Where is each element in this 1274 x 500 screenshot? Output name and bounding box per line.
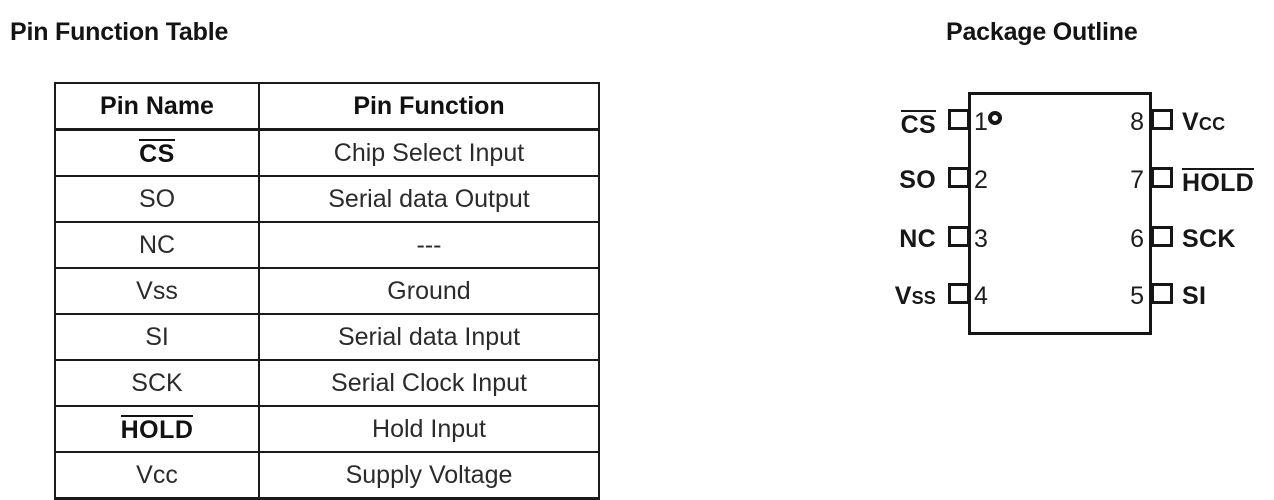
cell-pin-function: Serial data Input xyxy=(258,313,600,361)
pin-pad-2 xyxy=(948,167,970,188)
pin-pad-4 xyxy=(948,283,970,304)
pin-label-so: SO xyxy=(899,166,936,194)
cell-pin-name: SO xyxy=(54,175,260,223)
pin-number-8: 8 xyxy=(1130,108,1144,136)
cell-pin-function: Supply Voltage xyxy=(258,451,600,500)
pin-label-vss: Vss xyxy=(894,282,936,310)
pin-one-dot-icon xyxy=(988,111,1002,125)
pin-number-7: 7 xyxy=(1130,166,1144,194)
pin-number-1: 1 xyxy=(974,108,988,136)
chip-body-outline xyxy=(968,92,1152,335)
column-header-pin-function: Pin Function xyxy=(258,82,600,131)
cell-pin-name: Vss xyxy=(54,267,260,315)
cell-pin-name: NC xyxy=(54,221,260,269)
column-header-pin-name: Pin Name xyxy=(54,82,260,131)
page-title-package-outline: Package Outline xyxy=(946,18,1138,46)
cell-pin-name: SCK xyxy=(54,359,260,407)
pin-pad-7 xyxy=(1151,167,1173,188)
pin-label-cs: CS xyxy=(900,110,936,139)
cell-pin-function: Hold Input xyxy=(258,405,600,453)
cell-pin-name: CS xyxy=(54,128,260,177)
pin-number-5: 5 xyxy=(1130,282,1144,310)
pin-label-vcc: Vcc xyxy=(1182,108,1226,136)
cell-pin-name: HOLD xyxy=(54,405,260,453)
cell-pin-function: Serial data Output xyxy=(258,175,600,223)
cell-pin-function: Ground xyxy=(258,267,600,315)
pin-number-4: 4 xyxy=(974,282,988,310)
cell-pin-name: SI xyxy=(54,313,260,361)
pin-label-si: SI xyxy=(1182,282,1207,310)
pin-number-6: 6 xyxy=(1130,225,1144,253)
cell-pin-function: Serial Clock Input xyxy=(258,359,600,407)
cell-pin-function: Chip Select Input xyxy=(258,128,600,177)
pin-number-2: 2 xyxy=(974,166,988,194)
pin-pad-8 xyxy=(1151,109,1173,130)
pin-label-sck: SCK xyxy=(1182,225,1236,253)
cell-pin-name: Vcc xyxy=(54,451,260,500)
table-row: NC--- xyxy=(54,221,600,269)
pin-label-nc: NC xyxy=(899,225,936,253)
pin-pad-5 xyxy=(1151,283,1173,304)
pin-label-hold: HOLD xyxy=(1182,168,1255,197)
cell-pin-function: --- xyxy=(258,221,600,269)
pin-pad-6 xyxy=(1151,226,1173,247)
pin-number-3: 3 xyxy=(974,225,988,253)
package-outline-diagram: 1 CS 2 SO 3 NC 4 Vss 8 Vcc 7 HOLD 6 SCK 5 SI xyxy=(860,70,1274,370)
page-title-pin-function-table: Pin Function Table xyxy=(10,18,229,46)
pin-pad-1 xyxy=(948,109,970,130)
table-header-row: Pin Name Pin Function xyxy=(54,82,600,131)
pin-pad-3 xyxy=(948,226,970,247)
